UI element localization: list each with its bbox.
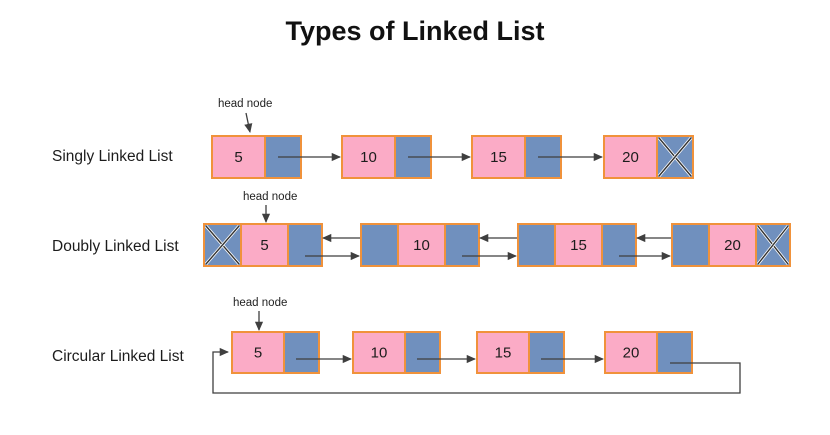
head-node-arrow	[244, 112, 253, 133]
circular-node-data-box	[476, 331, 530, 374]
node-value: 10	[413, 237, 430, 254]
page-title: Types of Linked List	[285, 16, 545, 46]
circular-node-pointer-box	[656, 331, 693, 374]
doubly-node-next-box	[444, 223, 480, 267]
doubly-node-prev-box	[360, 223, 399, 267]
node-value: 10	[371, 345, 388, 362]
doubly-node-data-box	[397, 223, 446, 267]
singly-node-data-box	[603, 135, 658, 179]
circular-node-pointer-box	[528, 331, 565, 374]
doubly-node-next-box	[601, 223, 637, 267]
head-node-label-circular: head node	[233, 297, 288, 309]
node-value: 5	[254, 345, 262, 362]
null-x-icon	[757, 225, 789, 265]
null-x-icon	[205, 225, 240, 265]
node-value: 15	[495, 345, 512, 362]
doubly-node-prev-box	[671, 223, 710, 267]
circular-node-pointer-box	[404, 331, 441, 374]
node-value: 20	[724, 237, 741, 254]
doubly-node-data-box	[708, 223, 757, 267]
singly-node-data-box	[471, 135, 526, 179]
doubly-node-prev-box	[517, 223, 556, 267]
doubly-node-next-box	[287, 223, 323, 267]
head-node-label-doubly: head node	[243, 191, 298, 203]
null-x-icon	[658, 137, 692, 177]
node-value: 10	[360, 149, 377, 166]
doubly-node-data-box	[240, 223, 289, 267]
circular-loop-arrow	[212, 347, 741, 394]
node-value: 15	[570, 237, 587, 254]
list-label-circular: Circular Linked List	[52, 348, 184, 365]
node-value: 15	[490, 149, 507, 166]
head-node-label-singly: head node	[218, 98, 273, 110]
list-label-singly: Singly Linked List	[52, 148, 173, 165]
list-label-doubly: Doubly Linked List	[52, 238, 179, 255]
node-value: 20	[622, 149, 639, 166]
node-value: 5	[260, 237, 268, 254]
node-value: 5	[234, 149, 242, 166]
node-value: 20	[623, 345, 640, 362]
circular-node-data-box	[604, 331, 658, 374]
circular-node-pointer-box	[283, 331, 320, 374]
